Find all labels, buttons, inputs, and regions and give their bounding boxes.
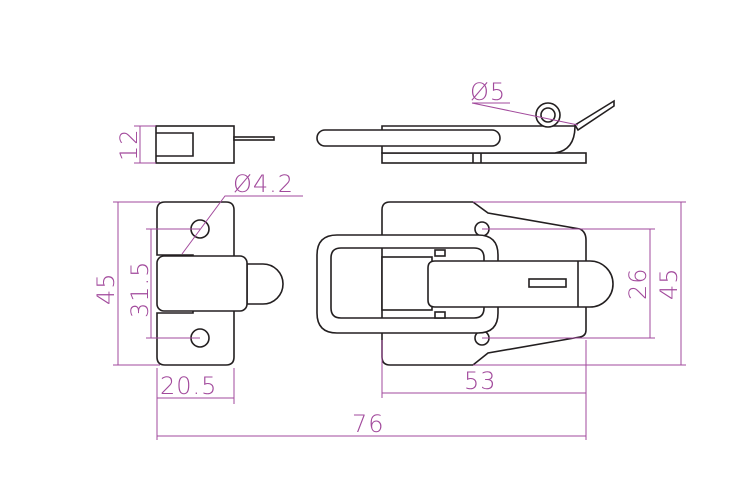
catch-front-view	[156, 201, 284, 366]
dim-catch-hole-spacing: 31.5	[126, 261, 154, 318]
dim-latch-width: 53	[464, 367, 497, 395]
dim-catch-width: 20.5	[160, 372, 217, 400]
catch-side-view	[155, 125, 275, 164]
dim-hole-diameter: Ø4.2	[233, 170, 294, 198]
dim-latch-height: 45	[655, 267, 683, 300]
dim-pin-diameter: Ø5	[470, 78, 506, 106]
latch-side-view	[316, 99, 615, 164]
dimension-lines	[113, 102, 686, 440]
dim-latch-hole-spacing: 26	[624, 267, 652, 300]
dim-catch-height: 45	[92, 272, 120, 305]
latch-front-view	[316, 201, 614, 366]
dim-catch-thickness: 12	[115, 128, 143, 161]
dim-overall-length: 76	[352, 410, 385, 438]
